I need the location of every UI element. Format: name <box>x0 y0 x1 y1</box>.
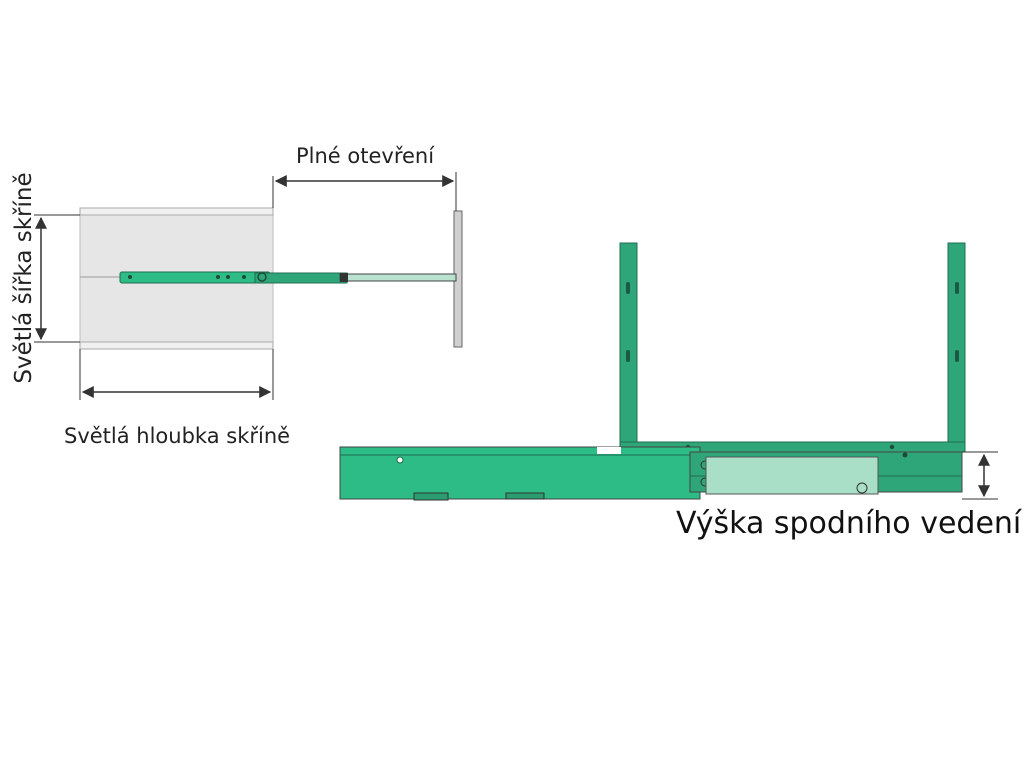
rail-clip <box>505 492 545 500</box>
rail-clip <box>413 492 449 501</box>
frame-upright-left <box>619 242 638 451</box>
side-view <box>339 242 998 501</box>
runner-stop <box>340 273 348 282</box>
rail-bolt <box>902 452 908 458</box>
slot <box>626 282 630 294</box>
cabinet-depth-label: Světlá hloubka skříně <box>64 424 291 448</box>
runner-bolt <box>242 275 246 279</box>
runner-fixed-rail <box>119 271 271 284</box>
slot <box>955 350 959 362</box>
rail-hole <box>396 456 404 464</box>
slot <box>955 282 959 294</box>
cabinet-side-top <box>79 207 274 216</box>
rail-roller <box>856 482 868 494</box>
top-view <box>34 172 463 400</box>
cabinet-side-bottom <box>79 341 274 350</box>
frame-bolt <box>889 444 895 450</box>
bottom-fixed-rail <box>339 446 701 500</box>
cabinet-width-label: Světlá šířka skříně <box>11 172 37 384</box>
full-opening-label: Plné otevření <box>296 144 435 168</box>
runner-bolt <box>128 275 132 279</box>
pull-out-rail <box>705 456 879 495</box>
runner-bolt <box>257 272 267 282</box>
frame-upright-right <box>947 242 966 451</box>
slot <box>626 350 630 362</box>
runner-bolt <box>216 275 220 279</box>
runner-extended-rail <box>339 273 457 282</box>
runner-middle-rail <box>254 272 348 284</box>
bottom-rail-height-label: Výška spodního vedení <box>676 506 1022 541</box>
rail-notch <box>597 447 621 454</box>
runner-bolt <box>226 275 230 279</box>
